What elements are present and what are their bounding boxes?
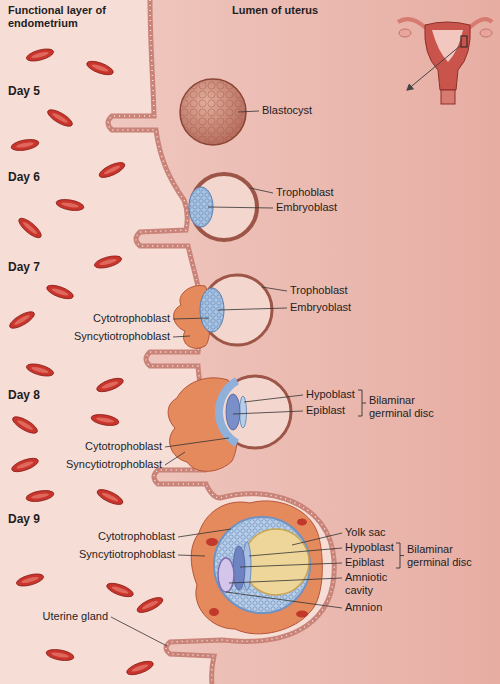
structure-label: Trophoblast	[276, 186, 334, 199]
header-label: Functional layer of endometrium	[8, 4, 108, 30]
day-label: Day 5	[8, 84, 40, 98]
day-label: Day 7	[8, 260, 40, 274]
day-label: Day 9	[8, 512, 40, 526]
structure-label: Syncytiotrophoblast	[74, 330, 170, 343]
structure-label: Blastocyst	[262, 104, 312, 117]
structure-label: Hypoblast	[306, 388, 355, 401]
embryo-day9	[191, 501, 322, 634]
blastocyst-day5	[180, 79, 246, 145]
structure-label: Cytotrophoblast	[93, 312, 170, 325]
structure-label: Epiblast	[306, 404, 345, 417]
day-label: Day 8	[8, 388, 40, 402]
structure-label: Embryoblast	[290, 301, 351, 314]
structure-label: Uterine gland	[43, 610, 108, 623]
structure-label: Syncytiotrophoblast	[66, 458, 162, 471]
structure-label: Syncytiotrophoblast	[79, 548, 175, 561]
structure-label: Epiblast	[345, 556, 384, 569]
structure-label: Yolk sac	[345, 526, 386, 539]
endometrium	[0, 0, 334, 684]
structure-label: Cytotrophoblast	[85, 440, 162, 453]
structure-label: Amnion	[345, 601, 382, 614]
leader-lines	[111, 111, 342, 646]
header-label: Lumen of uterus	[232, 4, 318, 17]
group-label: Bilaminar germinal disc	[369, 394, 449, 420]
structure-label: Embryoblast	[276, 201, 337, 214]
day-label: Day 6	[8, 170, 40, 184]
structure-label: Amniotic cavity	[345, 571, 405, 597]
group-label: Bilaminar germinal disc	[407, 543, 487, 569]
blastocyst-day8	[168, 376, 291, 471]
uterus-inset	[398, 19, 492, 104]
blastocyst-day7	[174, 275, 272, 348]
structure-label: Trophoblast	[290, 284, 348, 297]
structure-label: Cytotrophoblast	[98, 530, 175, 543]
red-blood-cells	[7, 47, 164, 678]
structure-label: Hypoblast	[345, 541, 394, 554]
